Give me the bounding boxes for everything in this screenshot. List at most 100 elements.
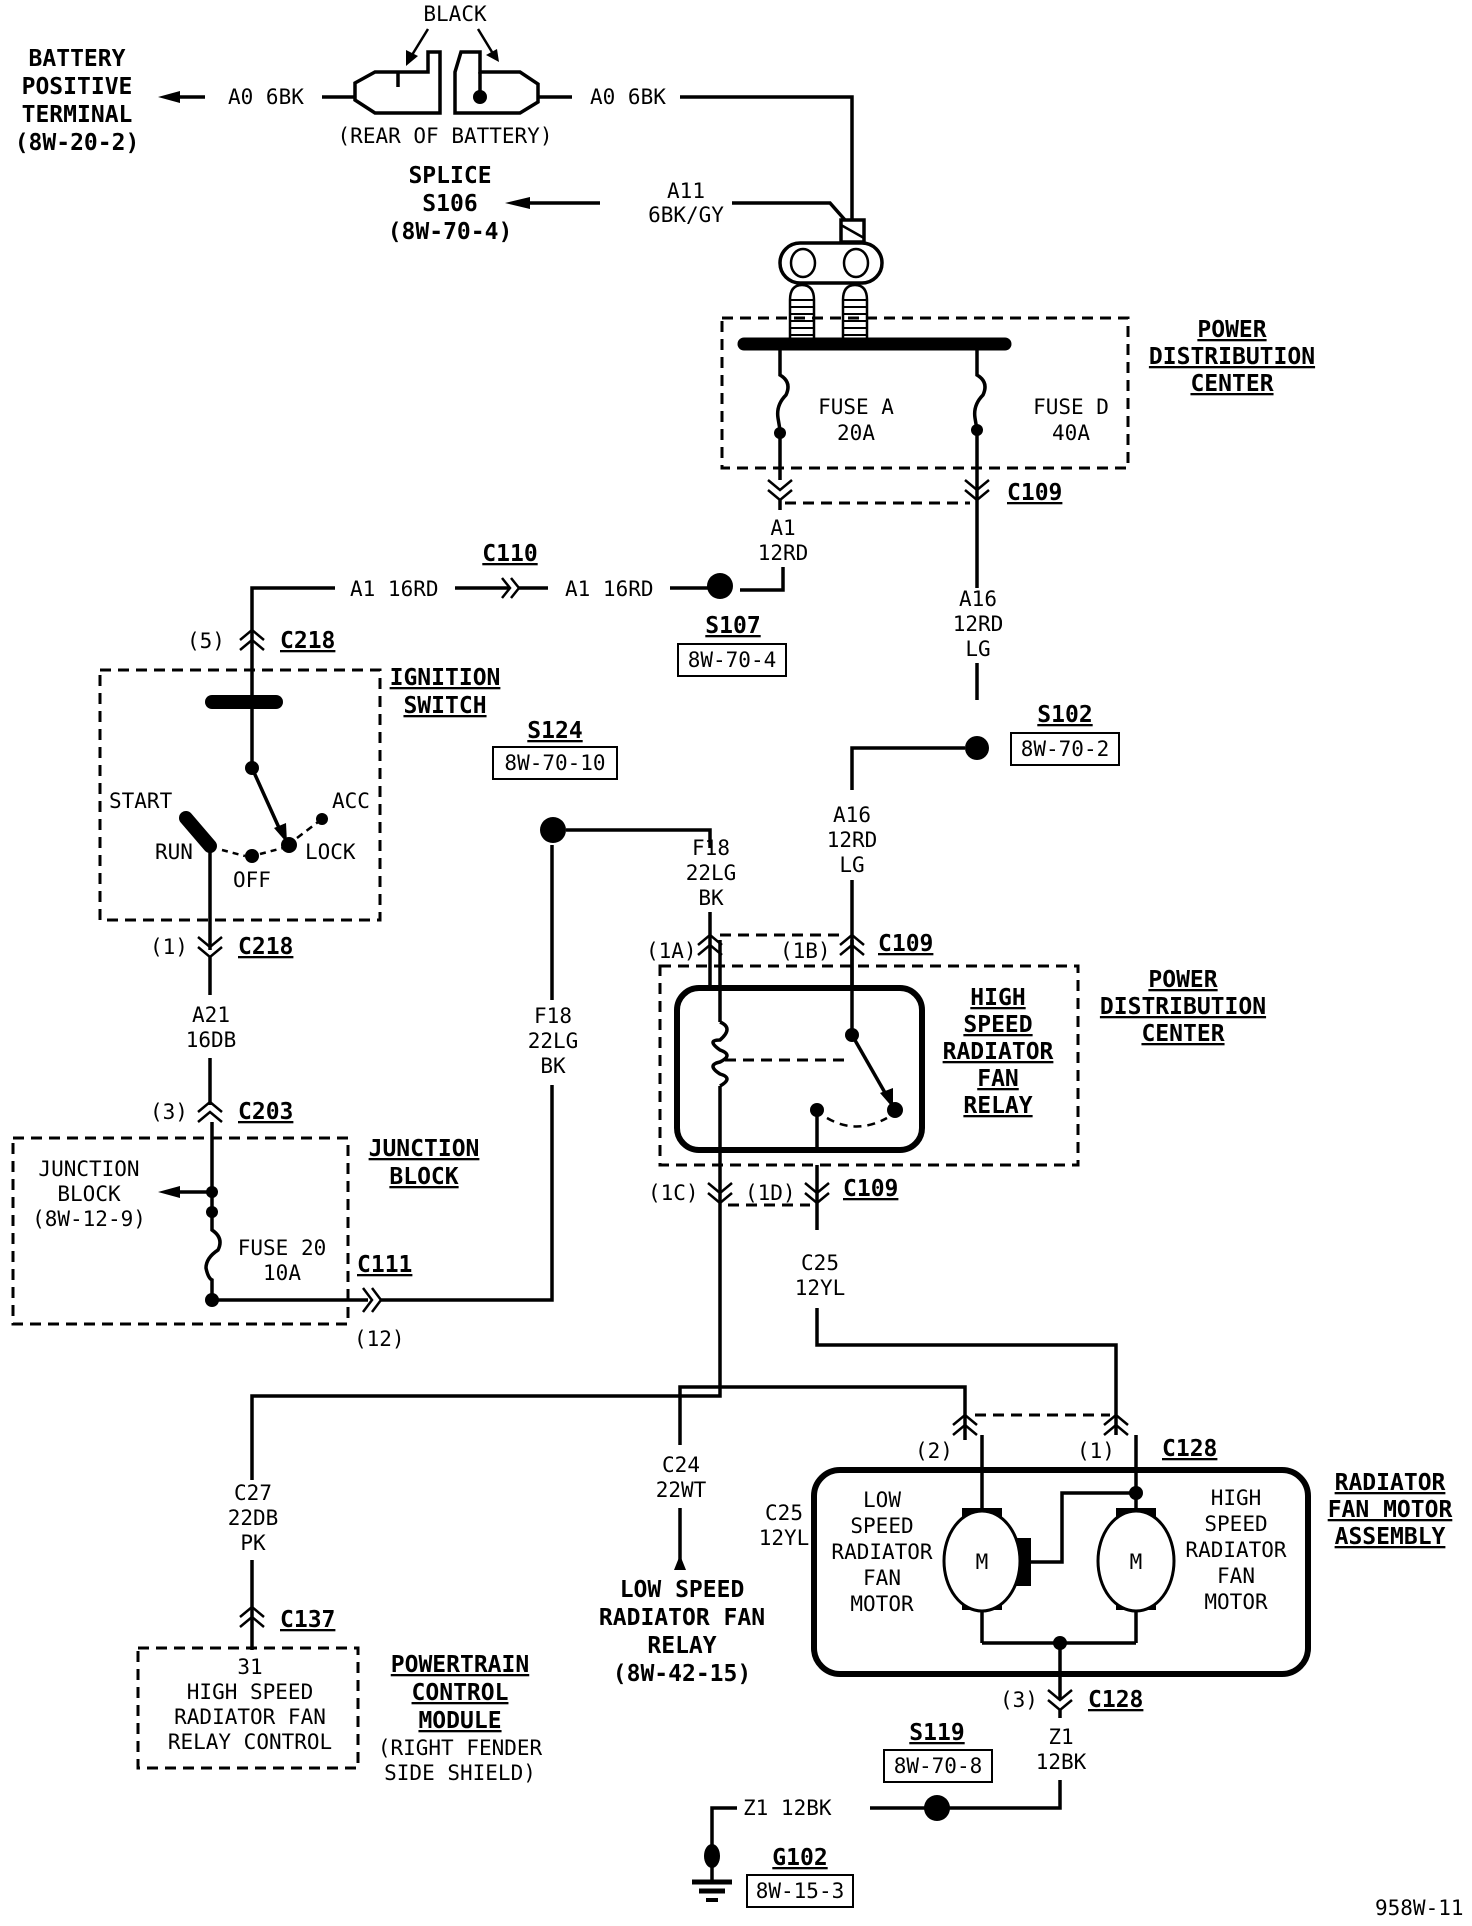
ignition-switch-label: IGNITION SWITCH	[390, 665, 501, 719]
splice-s124-dot	[540, 817, 566, 843]
battery-positive-terminal-label: BATTERY POSITIVE TERMINAL (8W-20-2)	[15, 46, 140, 156]
label-line: BATTERY	[29, 46, 126, 72]
wire-label-a0-right: A0 6BK	[590, 85, 666, 109]
splice-s106-label: SPLICE S106 (8W-70-4)	[388, 163, 513, 245]
label-line: POWER	[1197, 317, 1266, 343]
pcm-label: POWERTRAIN CONTROL MODULE (RIGHT FENDER …	[378, 1652, 543, 1785]
label-line: RADIATOR FAN	[174, 1705, 326, 1729]
pin-1c: (1C)	[648, 1181, 699, 1205]
c109-connector-icon	[767, 479, 990, 505]
wire-label-a1: A1	[770, 516, 795, 540]
label-line: POWER	[1148, 967, 1217, 993]
wire-label-z1-12bk: Z1 12BK	[743, 1796, 832, 1820]
wire-label-c27: C27	[234, 1481, 272, 1505]
splice-s107-dot	[707, 573, 733, 599]
low-speed-motor-icon: M	[942, 1435, 1031, 1643]
wire-label-12yl: 12YL	[759, 1526, 810, 1550]
label-line: TERMINAL	[22, 102, 133, 128]
wire-c25	[815, 1308, 1118, 1435]
wire-label-a0-left: A0 6BK	[228, 85, 304, 109]
label-line: POSITIVE	[22, 74, 133, 100]
splice-s102-ref: 8W-70-2	[1021, 737, 1110, 761]
battery-connector	[353, 50, 572, 115]
c109-relay-bottom-connector-icon	[707, 1182, 830, 1207]
battery-arrow-icon	[158, 91, 205, 103]
label-line: RADIATOR	[1185, 1538, 1287, 1562]
low-speed-relay-ref-label: LOW SPEED RADIATOR FAN RELAY (8W-42-15)	[599, 1577, 765, 1687]
label-line: SPEED	[1204, 1512, 1267, 1536]
label-line: MODULE	[418, 1708, 501, 1734]
c128-bottom-label: C128	[1088, 1687, 1143, 1713]
wire-label-12rd: 12RD	[758, 541, 809, 565]
wire-a0-right	[680, 95, 854, 220]
pdc-top-boundary	[720, 316, 1130, 470]
ignition-position-lock: LOCK	[305, 840, 356, 864]
label-line: ASSEMBLY	[1335, 1524, 1446, 1550]
wire-a16-lower	[850, 746, 965, 790]
c137-connector-icon	[239, 1605, 265, 1628]
label-line: HIGH SPEED	[187, 1680, 313, 1704]
label-line: FAN	[1217, 1564, 1255, 1588]
wire-z1-vertical	[940, 1780, 1062, 1810]
pin-1b: (1B)	[780, 939, 831, 963]
wire-label-c25: C25	[801, 1251, 839, 1275]
junction-ref-line: BLOCK	[57, 1182, 121, 1206]
c218-bottom-label: C218	[238, 934, 293, 960]
label-line: CENTER	[1190, 371, 1273, 397]
splice-s107-name: S107	[705, 613, 760, 639]
motor-assembly-label: RADIATOR FAN MOTOR ASSEMBLY	[1328, 1470, 1453, 1550]
label-line: RELAY	[963, 1093, 1032, 1119]
label-line: MOTOR	[1204, 1590, 1268, 1614]
pcm-boundary	[136, 1646, 360, 1770]
wire-label-16db: 16DB	[186, 1028, 237, 1052]
label-line: SWITCH	[403, 693, 486, 719]
relay-pdc-label: POWER DISTRIBUTION CENTER	[1100, 967, 1266, 1047]
wire-label-12yl: 12YL	[795, 1276, 846, 1300]
label-line: CONTROL	[412, 1680, 509, 1706]
fuse-d-icon	[971, 350, 987, 700]
label-line: SPEED	[963, 1012, 1032, 1038]
arrow-up-icon	[674, 1555, 686, 1570]
c111-pin: (12)	[354, 1327, 405, 1351]
splice-s124-ref: 8W-70-10	[504, 751, 605, 775]
wire-label-c24: C24	[662, 1453, 700, 1477]
label-line: RADIATOR	[943, 1039, 1054, 1065]
wire-z1-ground	[710, 1806, 737, 1880]
label-line: SIDE SHIELD)	[384, 1761, 536, 1785]
wire-f18-left	[381, 1085, 554, 1302]
wire-label-22db: 22DB	[228, 1506, 279, 1530]
wire-c24	[678, 1385, 967, 1445]
high-speed-relay-body	[674, 985, 925, 1153]
relay-pdc-boundary	[658, 964, 1080, 1167]
c137-label: C137	[280, 1607, 335, 1633]
pin-2: (2)	[915, 1439, 953, 1463]
label-line: FAN	[863, 1566, 901, 1590]
pdc-top-label: POWER DISTRIBUTION CENTER	[1149, 317, 1315, 397]
splice-s119-dot	[924, 1795, 950, 1821]
wire-label-22lg: 22LG	[686, 861, 737, 885]
label-line: FAN	[977, 1066, 1019, 1092]
fuse-a-rating: 20A	[837, 421, 875, 445]
fuse-d-label: FUSE D	[1033, 395, 1109, 419]
ignition-position-start: START	[109, 789, 173, 813]
label-line: CENTER	[1141, 1021, 1224, 1047]
ground-g102-ref-box	[746, 1874, 854, 1908]
rear-of-battery-caption: (REAR OF BATTERY)	[338, 124, 553, 148]
c111-label: C111	[357, 1252, 412, 1278]
wire-label-22wt: 22WT	[656, 1478, 707, 1502]
pin-1: (1)	[1077, 1439, 1115, 1463]
c218-top-pin: (5)	[187, 629, 225, 653]
pcm-pin-description: 31 HIGH SPEED RADIATOR FAN RELAY CONTROL	[168, 1655, 332, 1754]
c203-pin: (3)	[150, 1100, 188, 1124]
wire-label-a1-16rd-right: A1 16RD	[565, 577, 654, 601]
wire-label-a11: A11	[667, 179, 705, 203]
splice-s119-ref-box	[883, 1749, 993, 1783]
motor-symbol: M	[1130, 1550, 1143, 1574]
c128-top-connector-icon	[952, 1413, 1129, 1436]
c128-top-label: C128	[1162, 1436, 1217, 1462]
label-line: HIGH	[970, 985, 1025, 1011]
wire-f18-upper	[566, 828, 712, 848]
label-line: POWERTRAIN	[391, 1652, 529, 1678]
ignition-position-acc: ACC	[332, 789, 370, 813]
